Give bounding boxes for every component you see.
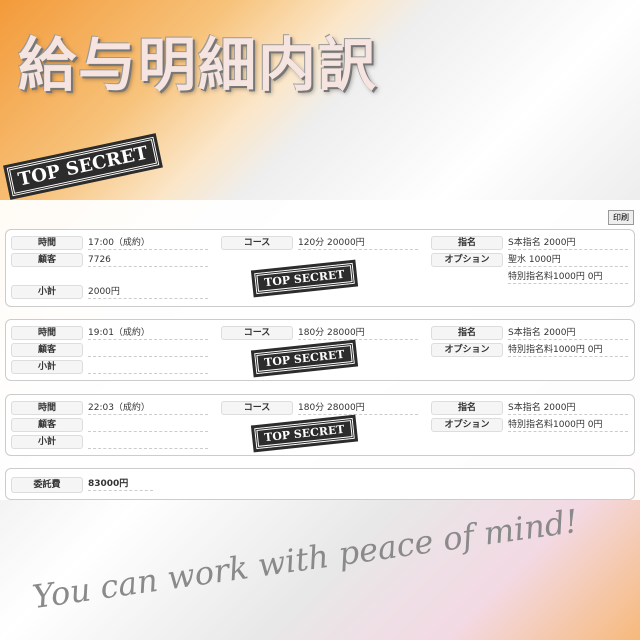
nomination-value: S本指名 2000円 [508,236,628,250]
customer-label: 顧客 [11,253,83,267]
course-label: コース [221,236,293,250]
course-label: コース [221,326,293,340]
option-label: オプション [431,418,503,432]
time-label: 時間 [11,401,83,415]
course-value: 180分 28000円 [298,326,418,340]
subtotal-label: 小計 [11,285,83,299]
fee-label: 委託費 [11,477,83,493]
time-label: 時間 [11,326,83,340]
fee-value: 83000円 [88,477,153,491]
time-value: 17:00（成約） [88,236,208,250]
subtotal-value [88,360,208,374]
subtotal-label: 小計 [11,435,83,449]
time-label: 時間 [11,236,83,250]
customer-value [88,418,208,432]
print-button[interactable]: 印刷 [608,210,634,225]
course-value: 180分 28000円 [298,401,418,415]
customer-label: 顧客 [11,343,83,357]
option-value: 特別指名料1000円 0円 [508,270,628,284]
nomination-value: S本指名 2000円 [508,401,628,415]
time-value: 19:01（成約） [88,326,208,340]
option-value: 特別指名料1000円 0円 [508,418,628,432]
customer-value [88,343,208,357]
top-secret-stamp: TOP SECRET [3,130,163,203]
nomination-label: 指名 [431,326,503,340]
nomination-value: S本指名 2000円 [508,326,628,340]
option-label: オプション [431,343,503,357]
nomination-label: 指名 [431,236,503,250]
page-title: 給与明細内訳 [18,31,379,99]
subtotal-label: 小計 [11,360,83,374]
option-value: 特別指名料1000円 0円 [508,343,628,357]
subtotal-value: 2000円 [88,285,208,299]
option-label: オプション [431,253,503,267]
nomination-label: 指名 [431,401,503,415]
time-value: 22:03（成約） [88,401,208,415]
subtotal-value [88,435,208,449]
option-value: 聖水 1000円 [508,253,628,267]
customer-label: 顧客 [11,418,83,432]
customer-value: 7726 [88,253,208,267]
watermark-text: You can work with peace of mind! [30,501,581,617]
course-value: 120分 20000円 [298,236,418,250]
fee-card: 委託費 83000円 [5,468,635,500]
course-label: コース [221,401,293,415]
